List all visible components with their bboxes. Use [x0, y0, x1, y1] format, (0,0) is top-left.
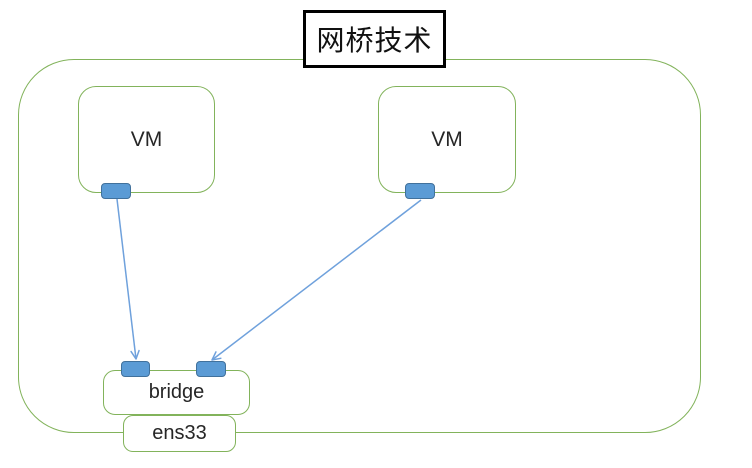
- diagram-title-box: 网桥技术: [303, 10, 446, 68]
- vm2-label: VM: [431, 127, 463, 151]
- vm1-node: VM: [78, 86, 215, 193]
- bridge-right-port: [196, 361, 226, 377]
- diagram-title: 网桥技术: [316, 25, 433, 56]
- bridge-node: bridge: [103, 370, 250, 415]
- vm1-label: VM: [130, 127, 163, 151]
- vm1-port: [101, 183, 131, 199]
- bridge-label: bridge: [148, 381, 205, 403]
- vm2-port: [405, 183, 435, 199]
- ens33-node: ens33: [123, 415, 236, 452]
- vm2-node: VM: [378, 86, 516, 193]
- bridge-left-port: [121, 361, 150, 377]
- ens33-label: ens33: [152, 422, 207, 444]
